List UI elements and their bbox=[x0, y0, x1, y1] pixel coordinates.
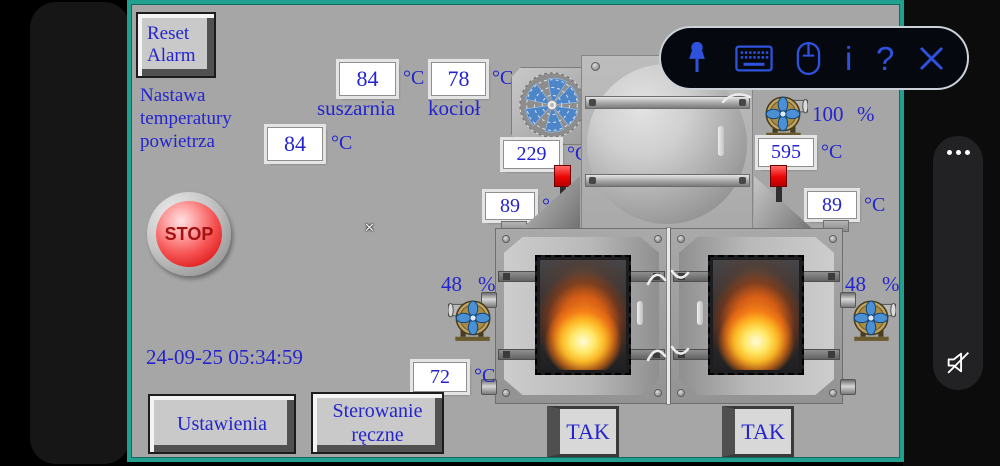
left-fan-percent-value: 48 bbox=[441, 272, 462, 296]
reset-alarm-button[interactable]: Reset Alarm bbox=[136, 12, 216, 78]
boiler-temp-unit: °C bbox=[492, 67, 514, 89]
stop-button-face: STOP bbox=[156, 201, 222, 267]
furnace-left bbox=[495, 228, 668, 404]
right-fan-percent-value: 48 bbox=[845, 272, 866, 296]
datetime-label: 24-09-25 05:34:59 bbox=[146, 345, 303, 369]
drum-strap-upper bbox=[585, 96, 750, 109]
x-cursor: ✕ bbox=[364, 220, 375, 235]
airflow-arrows-upper-icon bbox=[643, 262, 693, 292]
return-temp-value: 72 bbox=[413, 362, 467, 392]
dryer-temp-unit: °C bbox=[403, 67, 425, 89]
furnace-right-confirm-button[interactable]: TAK bbox=[722, 406, 794, 457]
more-options-icon[interactable] bbox=[946, 150, 970, 155]
dryer-temp-value: 84 bbox=[339, 62, 396, 96]
left-blower-fan-icon bbox=[448, 296, 496, 342]
main-fan-icon bbox=[513, 69, 591, 141]
drum-strap-lower bbox=[585, 174, 750, 187]
return-temp-unit: °C bbox=[474, 365, 496, 387]
air-setpoint-label: Nastawa temperatury powietrza bbox=[140, 85, 232, 152]
help-icon[interactable]: ? bbox=[875, 39, 895, 77]
furnace-divider bbox=[667, 228, 670, 404]
burner-temp-value: 595 bbox=[758, 138, 814, 167]
boiler-label: kocioł bbox=[428, 96, 481, 120]
pin-icon[interactable] bbox=[683, 40, 711, 76]
pipe-stub bbox=[481, 292, 497, 308]
reset-alarm-line2: Alarm bbox=[147, 45, 196, 66]
furnace-bolt bbox=[654, 389, 662, 397]
burner-temp-unit: °C bbox=[821, 141, 843, 163]
right-fan-percent-unit: % bbox=[882, 272, 900, 296]
drum-door-slot bbox=[718, 126, 724, 156]
manual-control-line1: Sterowanie bbox=[332, 400, 423, 422]
right-alarm-indicator bbox=[770, 165, 787, 187]
furnace-right bbox=[670, 228, 843, 404]
reset-alarm-line1: Reset bbox=[147, 23, 190, 44]
stop-button[interactable]: STOP bbox=[147, 192, 231, 276]
left-fan-percent-unit: % bbox=[478, 272, 496, 296]
furnace-bolt bbox=[502, 389, 510, 397]
furnace-right-window bbox=[708, 255, 804, 375]
right-duct-temp-unit: °C bbox=[864, 194, 886, 216]
boiler-temp-value: 78 bbox=[431, 62, 486, 96]
mute-speaker-icon[interactable] bbox=[945, 349, 972, 376]
air-setpoint-unit: °C bbox=[331, 132, 353, 154]
furnace-bolt bbox=[829, 389, 837, 397]
pipe-stub bbox=[481, 379, 497, 395]
right-blower-fan-icon bbox=[848, 296, 896, 342]
airflow-arrows-lower-icon bbox=[643, 338, 693, 368]
pipe-stub bbox=[840, 379, 856, 395]
furnace-bolt bbox=[829, 235, 837, 243]
drum-bolt bbox=[591, 62, 600, 71]
phone-display-surface bbox=[30, 2, 130, 464]
furnace-right-handle bbox=[697, 301, 703, 325]
settings-button[interactable]: Ustawienia bbox=[148, 394, 296, 454]
furnace-left-confirm-button[interactable]: TAK bbox=[547, 406, 619, 457]
main-fan-percent-value: 100 bbox=[812, 102, 844, 126]
furnace-bolt bbox=[502, 235, 510, 243]
mouse-icon[interactable] bbox=[796, 41, 821, 76]
manual-control-line2: ręczne bbox=[351, 424, 404, 446]
close-icon[interactable] bbox=[918, 45, 945, 72]
flue-temp-value: 229 bbox=[503, 140, 560, 169]
furnace-left-fire bbox=[540, 260, 626, 370]
manual-control-button[interactable]: Sterowanie ręczne bbox=[311, 392, 444, 454]
furnace-bolt bbox=[654, 235, 662, 243]
info-icon[interactable]: i bbox=[844, 39, 853, 77]
furnace-left-window bbox=[535, 255, 631, 375]
left-alarm-indicator bbox=[554, 165, 571, 187]
pipe-stub bbox=[840, 292, 856, 308]
furnace-bolt bbox=[677, 235, 685, 243]
right-alarm-stem bbox=[776, 187, 782, 202]
main-blower-fan-icon bbox=[760, 92, 808, 138]
furnace-right-fire bbox=[713, 260, 799, 370]
furnace-bolt bbox=[677, 389, 685, 397]
left-duct-temp-value: 89 bbox=[485, 192, 535, 220]
dryer-label: suszarnia bbox=[317, 96, 396, 120]
furnace-left-handle bbox=[637, 301, 643, 325]
dryer-drum-panel bbox=[581, 55, 753, 229]
air-setpoint-value[interactable]: 84 bbox=[267, 127, 323, 161]
rotation-arrow-icon bbox=[720, 88, 754, 108]
main-fan-percent-unit: % bbox=[857, 102, 875, 126]
keyboard-icon[interactable] bbox=[735, 45, 773, 72]
right-duct-temp-value: 89 bbox=[807, 191, 857, 219]
phone-overlay-pill bbox=[933, 136, 983, 390]
vnc-toolbar: i ? bbox=[659, 26, 969, 90]
